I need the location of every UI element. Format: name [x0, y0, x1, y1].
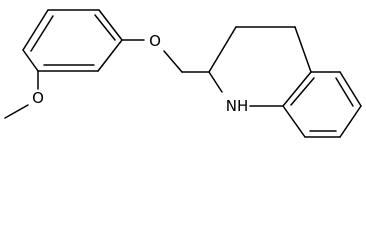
methoxy-group: [4, 70, 39, 119]
ether-linker: [121, 39, 210, 73]
benzo-ring: [282, 71, 362, 138]
amine-nh-label: NH: [226, 97, 249, 115]
methoxy-oxygen-label: O: [32, 89, 44, 107]
tetrahydro-ring: [208, 26, 312, 107]
chemical-structure: O O NH: [4, 9, 362, 138]
ether-oxygen-label: O: [149, 32, 161, 50]
methoxyphenyl-ring: [22, 9, 123, 72]
